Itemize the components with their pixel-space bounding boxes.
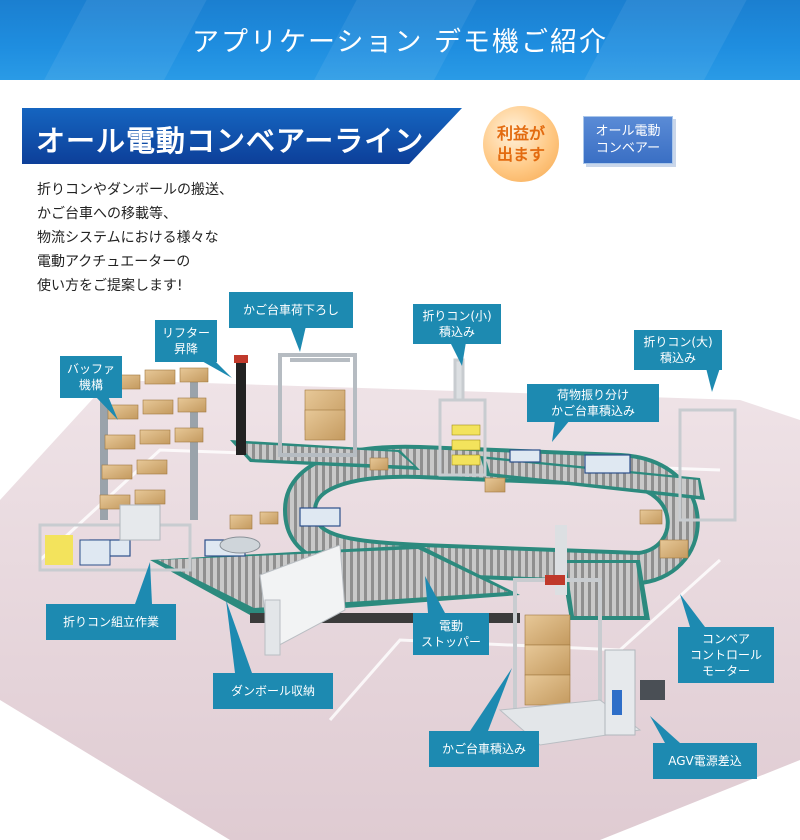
callout-small-container-load: 折りコン(小)積込み — [413, 304, 501, 344]
callout-stopper: 電動ストッパー — [413, 613, 489, 655]
callout-agv: AGV電源差込 — [653, 743, 757, 779]
description-line: 折りコンやダンボールの搬送、 — [37, 182, 233, 198]
lifter-post — [236, 360, 246, 455]
assembly-station — [38, 504, 192, 572]
callout-large-container-load: 折りコン(大)積込み — [634, 330, 722, 370]
callout-cart-unload: かご台車荷下ろし — [229, 292, 353, 328]
description-line: 物流システムにおける様々な — [37, 230, 219, 246]
profit-badge: 利益が 出ます — [483, 106, 559, 182]
cardboard-storage — [259, 544, 346, 656]
callout-controller: コンベアコントロールモーター — [678, 627, 774, 683]
description: 折りコンやダンボールの搬送、 かご台車への移載等、 物流システムにおける様々な … — [37, 178, 297, 298]
header-bar: アプリケーション デモ機ご紹介 — [0, 0, 800, 80]
agv-station — [604, 649, 665, 736]
banner-title: オール電動コンベアーライン — [36, 124, 425, 158]
description-line: 使い方をご提案します! — [37, 278, 183, 294]
description-line: 電動アクチュエーターの — [37, 254, 191, 270]
description-line: かご台車への移載等、 — [37, 206, 177, 222]
callout-cart-load: かご台車積込み — [429, 731, 539, 767]
callout-buffer: バッファ機構 — [60, 356, 122, 398]
cart-unload-frame — [278, 353, 357, 457]
page-title: アプリケーション デモ機ご紹介 — [191, 27, 609, 58]
conveyor-line-illustration — [0, 353, 800, 840]
callout-lifter: リフター昇降 — [155, 320, 217, 362]
large-container-cart — [678, 408, 737, 522]
callout-assembly: 折りコン組立作業 — [46, 604, 176, 640]
callout-cardboard-storage: ダンボール収納 — [213, 673, 333, 709]
section-banner: オール電動コンベアーライン — [22, 108, 462, 164]
all-electric-tag: オール電動 コンベアー — [583, 116, 673, 164]
callout-sorting: 荷物振り分けかご台車積込み — [527, 384, 659, 422]
